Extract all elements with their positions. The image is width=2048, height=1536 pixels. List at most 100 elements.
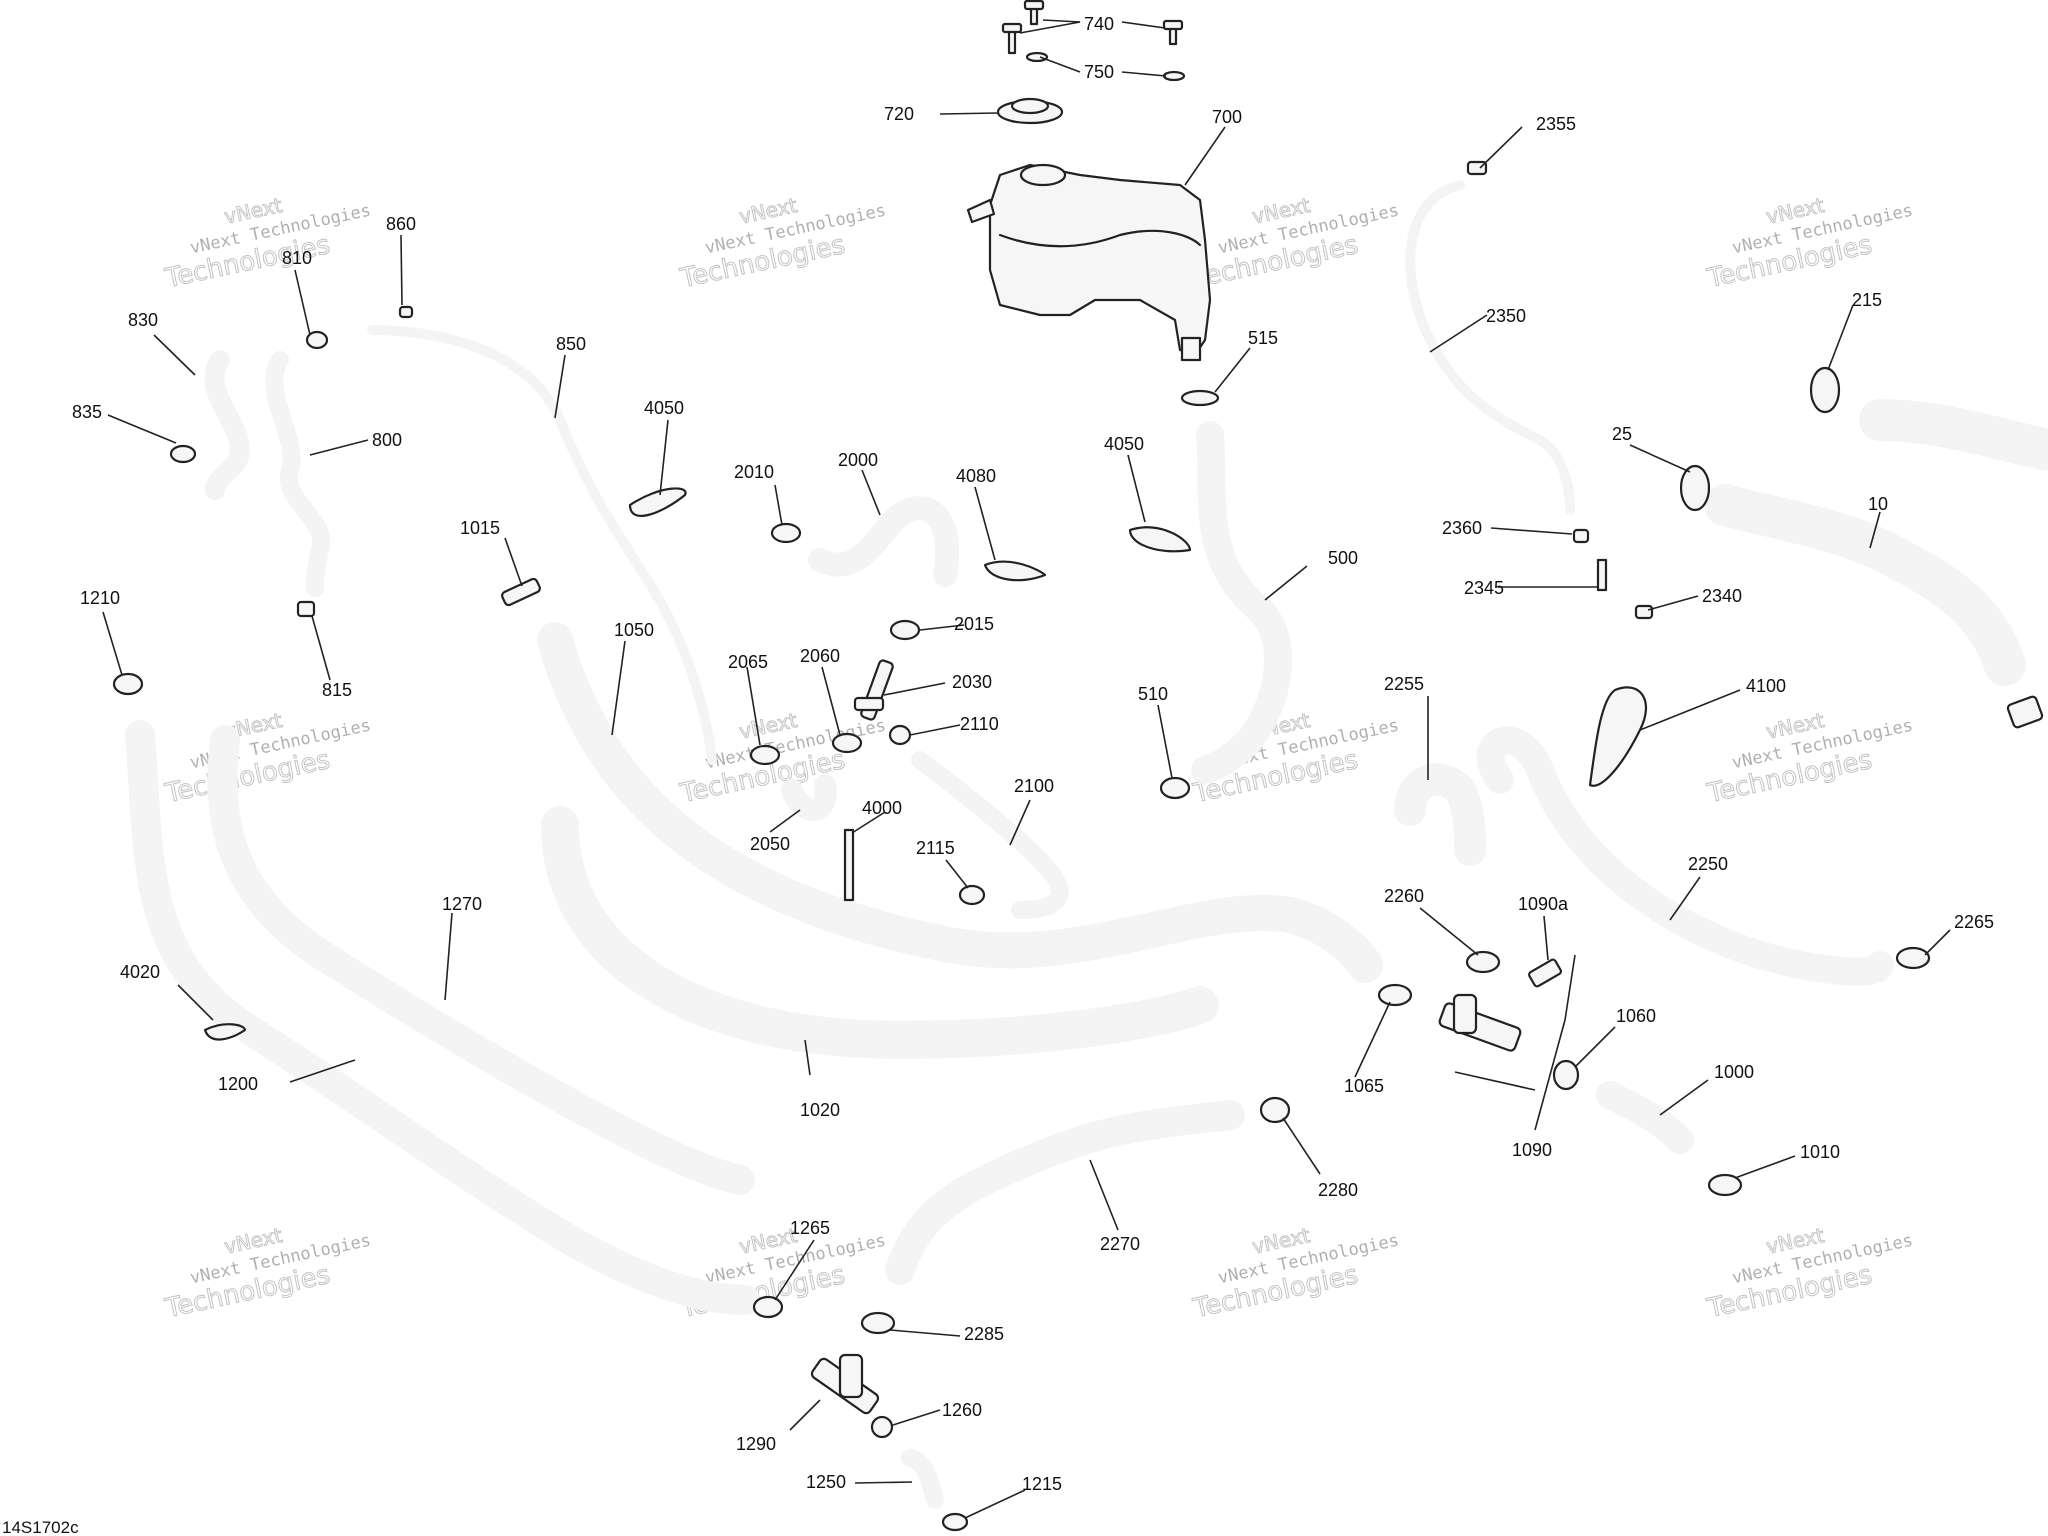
label-4100: 4100 bbox=[1746, 676, 1786, 696]
label-1060: 1060 bbox=[1616, 1006, 1656, 1026]
label-720: 720 bbox=[884, 104, 914, 124]
label-1015: 1015 bbox=[460, 518, 500, 538]
label-860: 860 bbox=[386, 214, 416, 234]
label-515: 515 bbox=[1248, 328, 1278, 348]
clamp-2260 bbox=[1465, 950, 1501, 974]
label-4050-a: 4050 bbox=[644, 398, 684, 418]
label-2100: 2100 bbox=[1014, 776, 1054, 796]
expansion-tank-700 bbox=[966, 163, 1212, 362]
label-2270: 2270 bbox=[1100, 1234, 1140, 1254]
watermark: vNext vNext Technologies Technologies bbox=[1704, 192, 1915, 294]
hose-830 bbox=[204, 350, 250, 500]
label-2360: 2360 bbox=[1442, 518, 1482, 538]
label-1090a: 1090a bbox=[1518, 894, 1569, 914]
label-2010: 2010 bbox=[734, 462, 774, 482]
hose-1200 bbox=[125, 720, 760, 1315]
strap-4080 bbox=[983, 560, 1047, 582]
watermark: vNext vNext Technologies Technologies bbox=[1704, 707, 1915, 809]
sensor-1090a bbox=[1528, 958, 1562, 988]
watermark: vNext vNext Technologies Technologies bbox=[1190, 1222, 1401, 1324]
hose-1000 bbox=[1596, 1081, 1694, 1154]
strap-4020 bbox=[203, 1023, 247, 1041]
watermark: vNext vNext Technologies Technologies bbox=[162, 707, 373, 809]
clamp-815 bbox=[296, 600, 316, 618]
clamp-810 bbox=[305, 330, 329, 350]
hoses bbox=[125, 180, 2048, 1509]
label-2050: 2050 bbox=[750, 834, 790, 854]
watermark: vNext vNext Technologies Technologies bbox=[162, 192, 373, 294]
label-1020: 1020 bbox=[800, 1100, 840, 1120]
label-1290: 1290 bbox=[736, 1434, 776, 1454]
label-1200: 1200 bbox=[218, 1074, 258, 1094]
label-2060: 2060 bbox=[800, 646, 840, 666]
strap-4050-b bbox=[1128, 526, 1192, 553]
screw-740-c bbox=[1162, 19, 1184, 46]
hose-500 bbox=[1191, 421, 1293, 784]
washer-750-b bbox=[1162, 70, 1186, 82]
screw-740-a bbox=[1001, 22, 1023, 55]
clamp-2065 bbox=[749, 744, 781, 766]
hose-2000 bbox=[808, 496, 960, 587]
tee-fitting-1090 bbox=[1438, 993, 1522, 1052]
label-1000: 1000 bbox=[1714, 1062, 1754, 1082]
label-510: 510 bbox=[1138, 684, 1168, 704]
label-2340: 2340 bbox=[1702, 586, 1742, 606]
label-2285: 2285 bbox=[964, 1324, 1004, 1344]
clamp-510 bbox=[1159, 776, 1191, 800]
label-500: 500 bbox=[1328, 548, 1358, 568]
hose-1050 bbox=[537, 622, 1383, 983]
hose-1250 bbox=[901, 1449, 944, 1509]
label-4080: 4080 bbox=[956, 466, 996, 486]
label-2015: 2015 bbox=[954, 614, 994, 634]
label-2260: 2260 bbox=[1384, 886, 1424, 906]
clamp-2285 bbox=[860, 1311, 896, 1335]
strap-4100 bbox=[1588, 686, 1648, 787]
parts bbox=[112, 0, 2044, 1532]
clamp-2355 bbox=[1466, 160, 1488, 176]
end-fitting-right bbox=[2006, 695, 2044, 729]
hose-1270 bbox=[207, 725, 755, 1195]
clamp-515 bbox=[1180, 389, 1220, 407]
label-2000: 2000 bbox=[838, 450, 878, 470]
clamp-215 bbox=[1809, 366, 1841, 414]
hose-2100 bbox=[911, 751, 1069, 919]
leader-lines bbox=[102, 19, 1951, 1519]
label-10: 10 bbox=[1868, 494, 1888, 514]
hose-1020 bbox=[541, 806, 1219, 1059]
label-1010: 1010 bbox=[1800, 1142, 1840, 1162]
label-4050-b: 4050 bbox=[1104, 434, 1144, 454]
label-800: 800 bbox=[372, 430, 402, 450]
watermark: vNext vNext Technologies Technologies bbox=[162, 1222, 373, 1324]
label-2250: 2250 bbox=[1688, 854, 1728, 874]
label-2265: 2265 bbox=[1954, 912, 1994, 932]
drawing-code: 14S1702c bbox=[2, 1518, 79, 1536]
label-1065: 1065 bbox=[1344, 1076, 1384, 1096]
label-2115: 2115 bbox=[916, 838, 955, 858]
label-1215: 1215 bbox=[1022, 1474, 1062, 1494]
label-1210: 1210 bbox=[80, 588, 120, 608]
label-215: 215 bbox=[1852, 290, 1882, 310]
clamp-1010 bbox=[1707, 1173, 1743, 1197]
washer-750-a bbox=[1025, 51, 1049, 63]
screw-740-b bbox=[1023, 0, 1045, 26]
label-1050: 1050 bbox=[614, 620, 654, 640]
clamp-2280 bbox=[1259, 1096, 1291, 1124]
hose-top-right bbox=[1859, 399, 2048, 471]
label-700: 700 bbox=[1212, 107, 1242, 127]
hose-2255 bbox=[1394, 763, 1486, 866]
hose-850 bbox=[367, 325, 717, 765]
watermark: vNext vNext Technologies Technologies bbox=[1190, 192, 1401, 294]
label-4020: 4020 bbox=[120, 962, 160, 982]
clamp-2015 bbox=[889, 619, 921, 641]
label-750: 750 bbox=[1084, 62, 1114, 82]
clamp-2110 bbox=[888, 724, 912, 746]
hose-2350 bbox=[1405, 180, 1575, 515]
label-25: 25 bbox=[1612, 424, 1632, 444]
clamp-1065 bbox=[1377, 983, 1413, 1007]
clamp-25 bbox=[1679, 464, 1711, 512]
label-2355: 2355 bbox=[1536, 114, 1576, 134]
label-2255: 2255 bbox=[1384, 674, 1424, 694]
clamp-1260 bbox=[870, 1415, 894, 1439]
radiator-cap-720 bbox=[996, 97, 1064, 125]
